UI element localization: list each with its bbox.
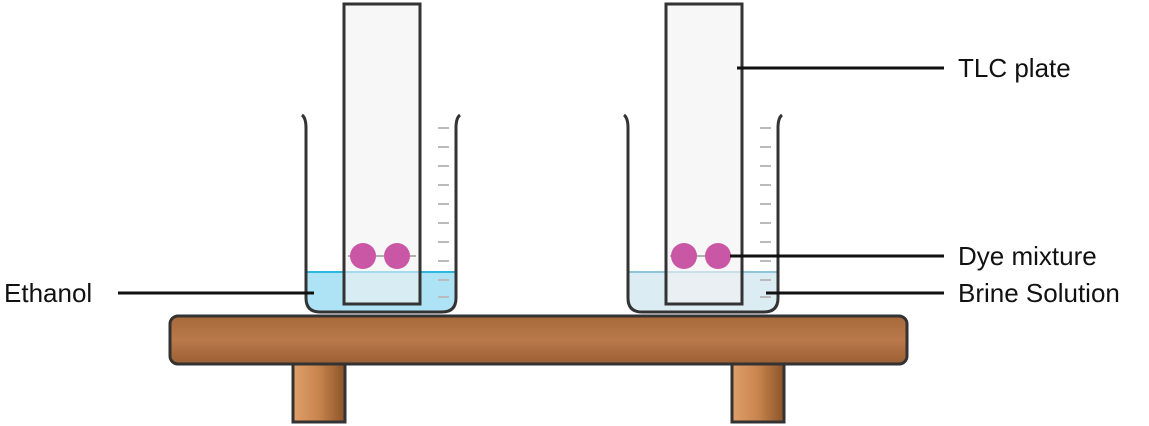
label-tlc-plate: TLC plate (958, 53, 1071, 83)
beaker-left-glass (300, 113, 462, 314)
beaker-left-graduations (438, 127, 449, 298)
beaker-ethanol (300, 2, 462, 314)
dye-spot (705, 243, 731, 269)
beaker-right-glass (622, 113, 784, 314)
label-brine-solution: Brine Solution (958, 278, 1120, 308)
table-top (168, 314, 909, 366)
beaker-right-graduations (760, 127, 771, 298)
table-leg-left (291, 358, 347, 424)
label-dye-mixture: Dye mixture (958, 241, 1097, 271)
dye-spot (384, 243, 410, 269)
label-ethanol: Ethanol (4, 278, 92, 308)
table-leg-right (730, 358, 786, 424)
dye-spot (350, 243, 376, 269)
dye-spot (671, 243, 697, 269)
beaker-brine (622, 2, 784, 314)
